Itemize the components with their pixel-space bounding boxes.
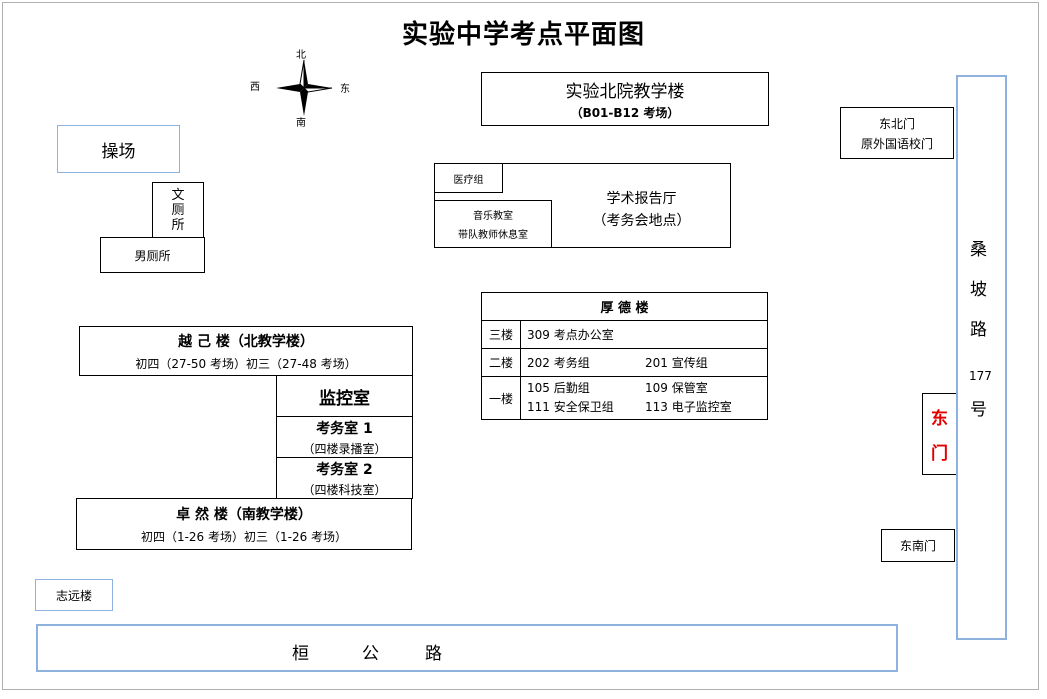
compass: 北 南 西 东	[248, 46, 354, 129]
sangpo-road-char-1: 桑	[970, 240, 987, 260]
north-teaching-building-name: 实验北院教学楼	[565, 82, 685, 102]
houde-floor-rooms: 105 后勤组 109 保管室 111 安全保卫组 113 电子监控室	[520, 376, 768, 420]
women-restroom-char-3: 所	[171, 217, 185, 233]
sangpo-road: 桑 坡 路 177 号	[956, 75, 1007, 640]
henggong-road-char-1: 桓	[292, 644, 309, 664]
monitor-room-label: 监控室	[319, 389, 370, 409]
zhuoran-building: 卓 然 楼（南教学楼） 初四（1-26 考场）初三（1-26 考场）	[76, 498, 412, 550]
north-teaching-building-rooms: （B01-B12 考场）	[570, 106, 680, 120]
exam-office-1-name: 考务室 1	[316, 420, 373, 437]
houde-floor-label: 一楼	[481, 376, 521, 420]
houde-floor-rooms: 202 考务组 201 宣传组	[520, 348, 768, 377]
houde-floor-table: 三楼 309 考点办公室 二楼 202 考务组 201 宣传组 一楼 105 后勤…	[481, 320, 768, 420]
map-frame	[2, 2, 1039, 690]
sangpo-road-number: 177	[969, 369, 992, 383]
yueji-building: 越 己 楼（北教学楼） 初四（27-50 考场）初三（27-48 考场）	[79, 326, 413, 376]
houde-room: 111 安全保卫组	[527, 400, 614, 414]
women-restroom-char-1: 文	[171, 187, 185, 203]
exam-office-2: 考务室 2 （四楼科技室）	[276, 457, 413, 499]
compass-west-label: 西	[250, 82, 260, 93]
music-room: 音乐教室 带队教师休息室	[434, 200, 552, 248]
playground-label: 操场	[101, 141, 136, 162]
men-restroom-label: 男厕所	[134, 248, 171, 263]
houde-room: 201 宣传组	[645, 356, 708, 370]
houde-floor-label: 三楼	[481, 320, 521, 349]
henggong-road: 桓 公 路	[36, 624, 898, 672]
east-gate: 东 门	[922, 393, 956, 475]
houde-room: 202 考务组	[527, 356, 590, 370]
houde-room: 109 保管室	[645, 381, 708, 395]
compass-rose-icon	[276, 59, 333, 116]
exam-office-2-note: （四楼科技室）	[302, 482, 387, 497]
houde-building-name: 厚 德 楼	[600, 301, 649, 316]
northeast-gate-note: 原外国语校门	[860, 136, 933, 151]
women-restroom-char-2: 厕	[171, 202, 185, 218]
houde-building-header: 厚 德 楼	[481, 292, 768, 321]
north-teaching-building: 实验北院教学楼 （B01-B12 考场）	[481, 72, 769, 126]
southeast-gate: 东南门	[881, 529, 955, 562]
zhiyuan-building-label: 志远楼	[55, 588, 92, 603]
houde-room: 105 后勤组	[527, 381, 590, 395]
yueji-building-name: 越 己 楼（北教学楼）	[178, 333, 314, 350]
exam-office-1-note: （四楼录播室）	[302, 441, 387, 456]
sangpo-road-char-2: 坡	[970, 280, 987, 300]
women-restroom: 文 厕 所	[152, 182, 204, 238]
northeast-gate: 东北门 原外国语校门	[840, 107, 954, 159]
music-room-label: 音乐教室	[473, 211, 513, 222]
exam-office-2-name: 考务室 2	[316, 461, 373, 478]
lecture-hall: 学术报告厅 （考务会地点）	[552, 185, 731, 233]
medical-room-label: 医疗组	[453, 174, 484, 186]
teacher-lounge-label: 带队教师休息室	[458, 230, 528, 241]
lecture-hall-name: 学术报告厅	[606, 191, 677, 207]
men-restroom: 男厕所	[100, 237, 205, 273]
monitor-room: 监控室	[276, 375, 413, 417]
east-gate-char-2: 门	[931, 444, 948, 464]
compass-south-label: 南	[296, 118, 306, 129]
compass-east-label: 东	[340, 84, 350, 95]
medical-room: 医疗组	[434, 163, 503, 193]
houde-room: 113 电子监控室	[645, 400, 732, 414]
sangpo-road-char-3: 路	[970, 320, 987, 340]
sangpo-road-char-4: 号	[970, 400, 987, 420]
houde-building-floors: 三楼 309 考点办公室 二楼 202 考务组 201 宣传组 一楼 105 后勤…	[481, 320, 768, 420]
playground: 操场	[57, 125, 180, 173]
map-title: 实验中学考点平面图	[401, 20, 645, 50]
southeast-gate-label: 东南门	[899, 539, 936, 553]
zhuoran-building-rooms: 初四（1-26 考场）初三（1-26 考场）	[140, 529, 348, 544]
houde-floor-label: 二楼	[481, 348, 521, 377]
henggong-road-char-2: 公	[362, 644, 379, 664]
zhiyuan-building: 志远楼	[35, 579, 113, 611]
yueji-building-rooms: 初四（27-50 考场）初三（27-48 考场）	[135, 356, 357, 371]
east-gate-char-1: 东	[931, 409, 948, 429]
henggong-road-char-3: 路	[425, 644, 442, 664]
exam-office-1: 考务室 1 （四楼录播室）	[276, 416, 413, 458]
houde-floor-rooms: 309 考点办公室	[520, 320, 768, 349]
lecture-hall-note: （考务会地点）	[592, 213, 691, 229]
zhuoran-building-name: 卓 然 楼（南教学楼）	[176, 506, 312, 523]
houde-room: 309 考点办公室	[527, 328, 614, 342]
northeast-gate-name: 东北门	[878, 116, 915, 131]
compass-north-label: 北	[296, 50, 306, 61]
